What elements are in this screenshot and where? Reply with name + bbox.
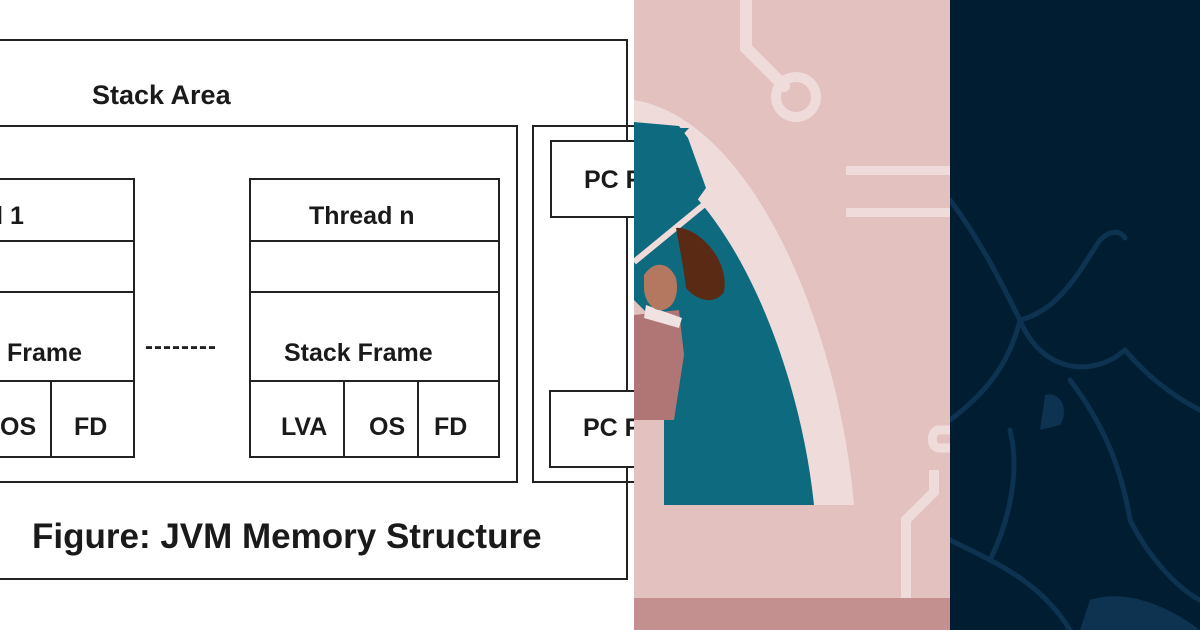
- thread-n-cell-fd: FD: [434, 413, 468, 441]
- circuit-bar-1: [846, 166, 950, 175]
- dome-outer-arc: [634, 100, 854, 505]
- circuit-trace-bottom: [901, 470, 939, 600]
- stack-area-box: [0, 125, 518, 483]
- figure-caption: Figure: JVM Memory Structure: [32, 517, 542, 556]
- person-body: [634, 310, 684, 420]
- telescope-highlight: [634, 195, 714, 265]
- thread-1-cell-os: OS: [0, 413, 37, 441]
- pc-register-box-2: PC R: [549, 390, 634, 468]
- dark-panel-background: [950, 0, 1200, 630]
- diagram-outer-frame: [0, 39, 628, 580]
- thread-n-cell-os: OS: [369, 413, 406, 441]
- thread-n-title: Thread n: [309, 202, 415, 230]
- thread-n-box: Thread n Stack Frame LVA OS FD: [249, 178, 500, 458]
- thread-1-divider-title: [0, 240, 133, 242]
- thread-1-divider-empty: [0, 291, 133, 293]
- person-face: [644, 264, 678, 311]
- jvm-diagram-panel: Stack Area ead 1 Frame OS FD -------- Th…: [0, 39, 634, 580]
- telescope-illustration-panel: [634, 0, 950, 630]
- dark-panel-line-art: [950, 197, 1200, 630]
- thread-1-divider-frame: [0, 380, 133, 382]
- dark-pattern-panel: [950, 0, 1200, 630]
- thread-separator-dashes: --------: [145, 333, 217, 360]
- thread-n-divider-frame: [251, 380, 498, 382]
- pc-register-area-box: [532, 125, 634, 483]
- circuit-bar-2: [846, 208, 950, 217]
- thread-n-cell-divider-1: [343, 381, 345, 456]
- circuit-trace-top: [740, 0, 790, 92]
- thread-n-cell-lva: LVA: [281, 413, 328, 441]
- thread-n-divider-title: [251, 240, 498, 242]
- thread-1-cell-fd: FD: [74, 413, 108, 441]
- thread-1-stack-frame: Frame: [7, 339, 83, 367]
- thread-1-title: ead 1: [0, 202, 24, 230]
- pc-register-2-label: PC R: [583, 414, 634, 442]
- person-hair: [676, 227, 725, 301]
- thread-n-cell-divider-2: [417, 381, 419, 456]
- person-collar: [644, 305, 682, 328]
- pc-register-1-label: PC R: [584, 166, 634, 194]
- telescope-cap: [669, 128, 689, 150]
- circuit-node-right-icon: [927, 425, 950, 453]
- telescope-illustration: [634, 0, 950, 630]
- illustration-bottom-band: [634, 598, 950, 630]
- pc-register-box-1: PC R: [550, 140, 634, 218]
- dark-panel-fill-shapes: [1040, 394, 1200, 630]
- thread-1-box: ead 1 Frame OS FD: [0, 178, 135, 458]
- circuit-node-icon: [771, 72, 821, 122]
- stack-area-title: Stack Area: [92, 80, 231, 110]
- thread-n-stack-frame: Stack Frame: [284, 339, 433, 367]
- dark-pattern-illustration: [950, 0, 1200, 630]
- thread-n-divider-empty: [251, 291, 498, 293]
- thread-1-cell-divider: [50, 381, 52, 456]
